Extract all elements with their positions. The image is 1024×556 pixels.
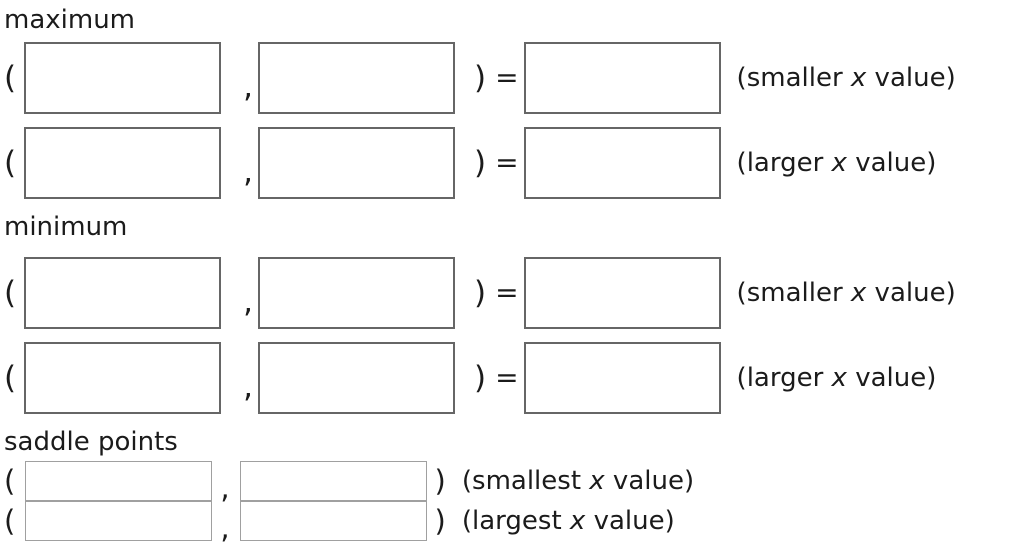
saddle-largest-y-input[interactable] <box>239 501 427 541</box>
minimum-larger-y-input[interactable] <box>257 342 455 414</box>
saddle-points-section: saddle points ( , ) (smallest x value) (… <box>0 427 1024 545</box>
maximum-smaller-y-input[interactable] <box>257 42 455 114</box>
saddle-smallest-y-input[interactable] <box>239 461 427 501</box>
qualifier-smallest-x: (smallest x value) <box>462 466 694 496</box>
open-paren: ( <box>4 274 17 311</box>
minimum-larger-value-input[interactable] <box>523 342 721 414</box>
section-label-maximum: maximum <box>4 5 136 35</box>
qualifier-larger-x: (larger x value) <box>737 148 937 178</box>
minimum-larger-row: ( , ) = (larger x value) <box>0 342 1024 414</box>
saddle-largest-row: ( , ) (largest x value) <box>0 501 1024 545</box>
open-paren: ( <box>4 503 16 538</box>
minimum-smaller-row: ( , ) = (smaller x value) <box>0 257 1024 329</box>
answer-sheet: maximum ( , ) = (smaller x value) ( , ) … <box>0 5 1024 545</box>
close-paren: ) <box>434 463 446 498</box>
qualifier-larger-x: (larger x value) <box>737 363 937 393</box>
maximum-larger-y-input[interactable] <box>257 127 455 199</box>
qualifier-text: value) <box>604 466 695 496</box>
maximum-section: maximum ( , ) = (smaller x value) ( , ) … <box>0 5 1024 199</box>
open-paren: ( <box>4 59 17 96</box>
qualifier-text: value) <box>866 278 956 308</box>
qualifier-text: (larger <box>736 363 832 393</box>
maximum-smaller-value-input[interactable] <box>523 42 721 114</box>
maximum-larger-value-input[interactable] <box>523 127 721 199</box>
maximum-larger-row: ( , ) = (larger x value) <box>0 127 1024 199</box>
qualifier-text: (smaller <box>736 63 851 93</box>
open-paren: ( <box>4 144 17 181</box>
variable-x: x <box>850 63 867 93</box>
comma: , <box>243 68 253 105</box>
minimum-smaller-value-input[interactable] <box>523 257 721 329</box>
minimum-smaller-y-input[interactable] <box>257 257 455 329</box>
close-paren: ) <box>473 274 487 311</box>
minimum-smaller-x-input[interactable] <box>24 257 222 329</box>
comma: , <box>243 153 253 190</box>
variable-x: x <box>569 506 586 536</box>
close-paren: ) <box>473 144 487 181</box>
maximum-smaller-row: ( , ) = (smaller x value) <box>0 42 1024 114</box>
equals-sign: = <box>495 61 519 94</box>
comma: , <box>243 368 253 405</box>
qualifier-text: value) <box>866 63 956 93</box>
variable-x: x <box>589 466 605 496</box>
qualifier-smaller-x: (smaller x value) <box>737 63 956 93</box>
qualifier-text: (larger <box>736 148 832 178</box>
variable-x: x <box>831 363 847 393</box>
close-paren: ) <box>473 59 487 96</box>
qualifier-text: (smallest <box>461 466 590 496</box>
qualifier-smaller-x: (smaller x value) <box>737 278 956 308</box>
open-paren: ( <box>4 463 16 498</box>
section-label-saddle-points: saddle points <box>4 427 178 457</box>
minimum-section: minimum ( , ) = (smaller x value) ( , ) … <box>0 212 1024 414</box>
maximum-larger-x-input[interactable] <box>24 127 222 199</box>
section-label-minimum: minimum <box>4 212 128 242</box>
close-paren: ) <box>473 359 487 396</box>
minimum-larger-x-input[interactable] <box>24 342 222 414</box>
comma: , <box>243 283 253 320</box>
open-paren: ( <box>4 359 17 396</box>
equals-sign: = <box>495 276 519 309</box>
qualifier-text: value) <box>585 506 675 536</box>
saddle-smallest-x-input[interactable] <box>25 461 213 501</box>
comma: , <box>220 470 230 505</box>
equals-sign: = <box>495 146 519 179</box>
qualifier-largest-x: (largest x value) <box>462 506 675 536</box>
qualifier-text: value) <box>846 148 937 178</box>
variable-x: x <box>850 278 867 308</box>
saddle-largest-x-input[interactable] <box>25 501 213 541</box>
qualifier-text: value) <box>846 363 937 393</box>
maximum-smaller-x-input[interactable] <box>24 42 222 114</box>
close-paren: ) <box>434 503 446 538</box>
variable-x: x <box>831 148 847 178</box>
qualifier-text: (largest <box>461 506 570 536</box>
qualifier-text: (smaller <box>736 278 851 308</box>
equals-sign: = <box>495 361 519 394</box>
saddle-smallest-row: ( , ) (smallest x value) <box>0 461 1024 505</box>
comma: , <box>220 510 230 545</box>
